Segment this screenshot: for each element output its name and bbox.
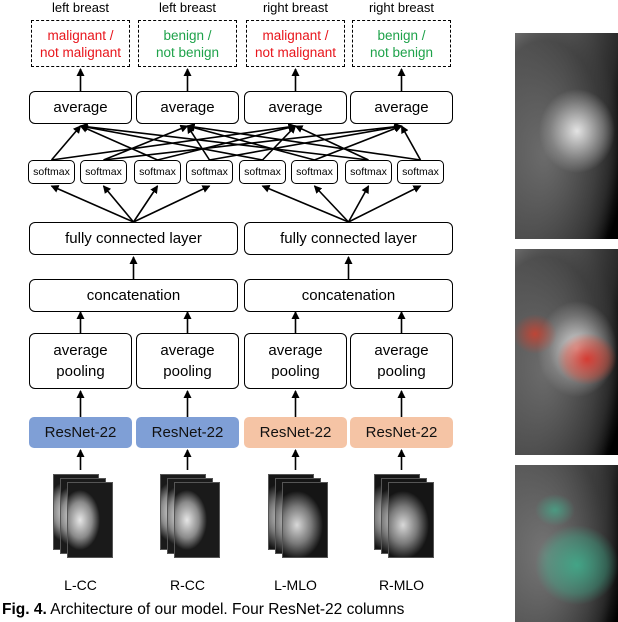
resnet-block: ResNet-22 — [244, 417, 347, 448]
pooling-label: average — [160, 342, 215, 359]
softmax-box: softmax — [80, 160, 127, 184]
concatenation-box: concatenation — [244, 279, 453, 312]
softmax-box: softmax — [134, 160, 181, 184]
output-class-label: malignant / — [47, 27, 114, 43]
caption-text: Architecture of our model. Four ResNet-2… — [50, 601, 405, 618]
output-box: benign /not benign — [352, 20, 451, 67]
mammogram-image — [515, 33, 618, 239]
arrow-softmax-to-average — [400, 125, 422, 161]
average-box: average — [350, 91, 453, 124]
output-box: malignant /not malignant — [246, 20, 345, 67]
pooling-label: pooling — [377, 363, 426, 380]
concatenation-box: concatenation — [29, 279, 238, 312]
softmax-box: softmax — [186, 160, 233, 184]
view-label: L-CC — [64, 577, 97, 593]
view-label: L-MLO — [274, 577, 317, 593]
mammogram-thumbnail — [66, 482, 113, 558]
output-class-label: not malignant — [254, 44, 337, 60]
fully-connected-box: fully connected layer — [29, 222, 238, 255]
breast-label: left breast — [51, 0, 110, 15]
arrow-fc-to-softmax — [313, 185, 350, 223]
arrow-softmax-to-average — [186, 123, 421, 161]
average-pooling-box: average pooling — [29, 333, 132, 389]
softmax-box: softmax — [28, 160, 75, 184]
arrow-softmax-to-average — [79, 123, 263, 161]
output-class-label: not benign — [369, 44, 434, 60]
pooling-label: average — [268, 342, 323, 359]
malignant-heatmap-image — [515, 249, 618, 455]
average-box: average — [244, 91, 347, 124]
arrow-softmax-to-average — [79, 125, 158, 161]
breast-label: right breast — [368, 0, 435, 15]
arrow-fc-to-softmax — [261, 185, 349, 223]
arrow-softmax-to-average — [79, 122, 369, 161]
breast-label: left breast — [158, 0, 217, 15]
average-pooling-box: average pooling — [244, 333, 347, 389]
pooling-label: average — [53, 342, 108, 359]
mammogram-thumbnail — [173, 482, 220, 558]
pooling-label: pooling — [163, 363, 212, 380]
benign-heatmap-image — [515, 465, 618, 622]
resnet-block: ResNet-22 — [136, 417, 239, 448]
arrow-fc-to-softmax — [132, 185, 159, 223]
arrow-softmax-to-average — [294, 125, 369, 161]
output-box: malignant /not malignant — [31, 20, 130, 67]
arrow-fc-to-softmax — [50, 185, 134, 223]
output-class-label: benign / — [163, 27, 212, 43]
arrow-softmax-to-average — [314, 124, 403, 161]
arrow-softmax-to-average — [50, 125, 82, 161]
arrow-fc-to-softmax — [347, 185, 370, 223]
resnet-block: ResNet-22 — [350, 417, 453, 448]
average-pooling-box: average pooling — [136, 333, 239, 389]
breast-label: right breast — [262, 0, 329, 15]
arrow-fc-to-softmax — [348, 185, 422, 223]
arrow-softmax-to-average — [103, 124, 189, 161]
output-class-label: benign / — [377, 27, 426, 43]
softmax-box: softmax — [397, 160, 444, 184]
softmax-box: softmax — [291, 160, 338, 184]
softmax-box: softmax — [345, 160, 392, 184]
arrow-fc-to-softmax — [102, 185, 135, 223]
output-box: benign /not benign — [138, 20, 237, 67]
mammogram-thumbnail — [281, 482, 328, 558]
resnet-block: ResNet-22 — [29, 417, 132, 448]
pooling-label: pooling — [56, 363, 105, 380]
figure-caption: Fig. 4. Architecture of our model. Four … — [2, 601, 404, 619]
fully-connected-box: fully connected layer — [244, 222, 453, 255]
softmax-box: softmax — [239, 160, 286, 184]
arrow-softmax-to-average — [261, 125, 297, 161]
output-class-label: not benign — [155, 44, 220, 60]
arrow-fc-to-softmax — [133, 185, 211, 223]
caption-prefix: Fig. 4. — [2, 601, 47, 618]
output-class-label: not malignant — [39, 44, 122, 60]
view-label: R-MLO — [378, 577, 425, 593]
pooling-label: pooling — [271, 363, 320, 380]
average-box: average — [29, 91, 132, 124]
pooling-label: average — [374, 342, 429, 359]
average-box: average — [136, 91, 239, 124]
view-label: R-CC — [170, 577, 205, 593]
output-class-label: malignant / — [262, 27, 329, 43]
average-pooling-box: average pooling — [350, 333, 453, 389]
mammogram-thumbnail — [387, 482, 434, 558]
arrow-softmax-to-average — [186, 123, 315, 161]
